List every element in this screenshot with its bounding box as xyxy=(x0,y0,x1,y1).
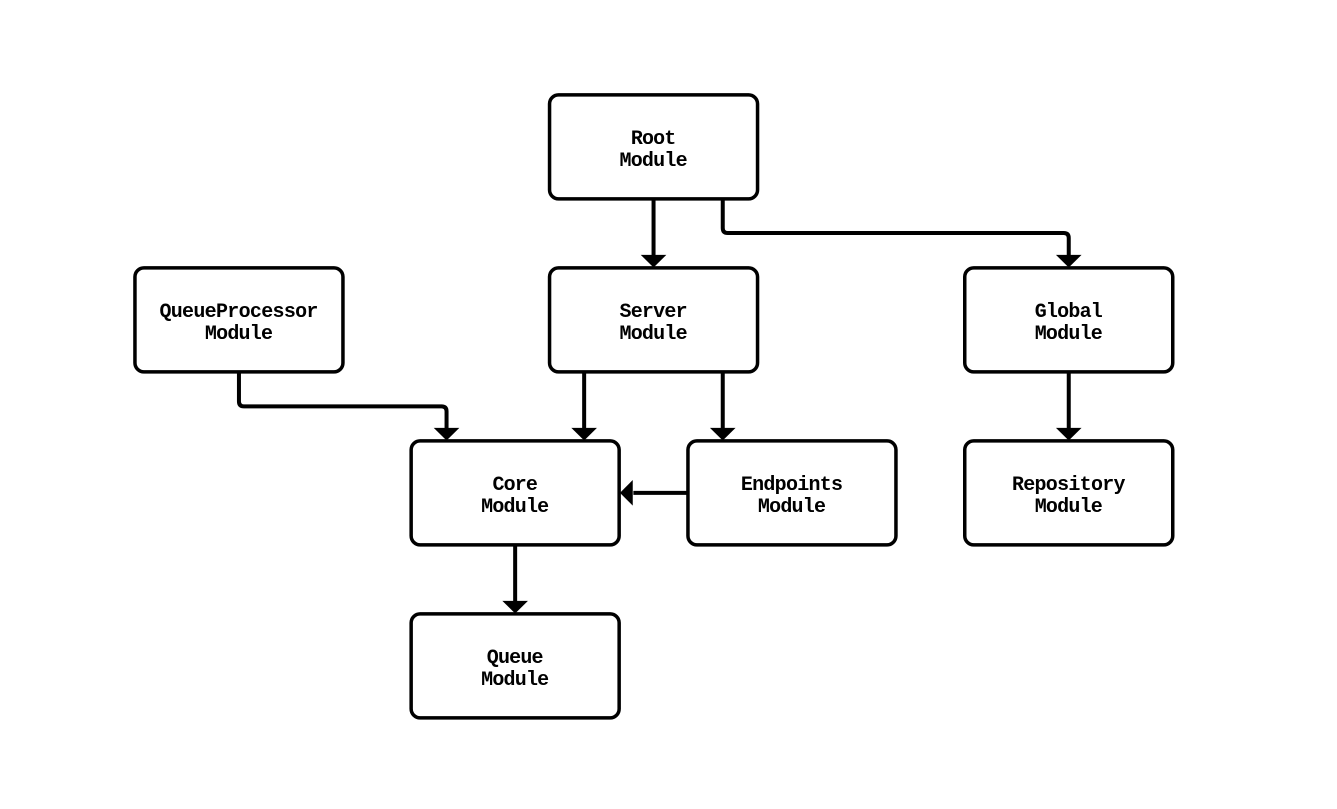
svg-text:Server: Server xyxy=(620,301,688,324)
svg-text:QueueProcessor: QueueProcessor xyxy=(159,301,318,324)
svg-text:Global: Global xyxy=(1035,301,1103,324)
svg-text:Queue: Queue xyxy=(487,647,544,670)
svg-text:Core: Core xyxy=(492,474,537,497)
svg-text:Root: Root xyxy=(631,128,676,151)
svg-text:Repository: Repository xyxy=(1012,474,1126,497)
svg-text:Module: Module xyxy=(481,496,549,519)
svg-text:Module: Module xyxy=(758,496,826,519)
svg-text:Endpoints: Endpoints xyxy=(741,474,843,497)
svg-text:Module: Module xyxy=(481,669,549,692)
svg-text:Module: Module xyxy=(1035,323,1103,346)
svg-text:Module: Module xyxy=(620,150,688,173)
svg-text:Module: Module xyxy=(205,323,273,346)
svg-text:Module: Module xyxy=(1035,496,1103,519)
svg-text:Module: Module xyxy=(620,323,688,346)
